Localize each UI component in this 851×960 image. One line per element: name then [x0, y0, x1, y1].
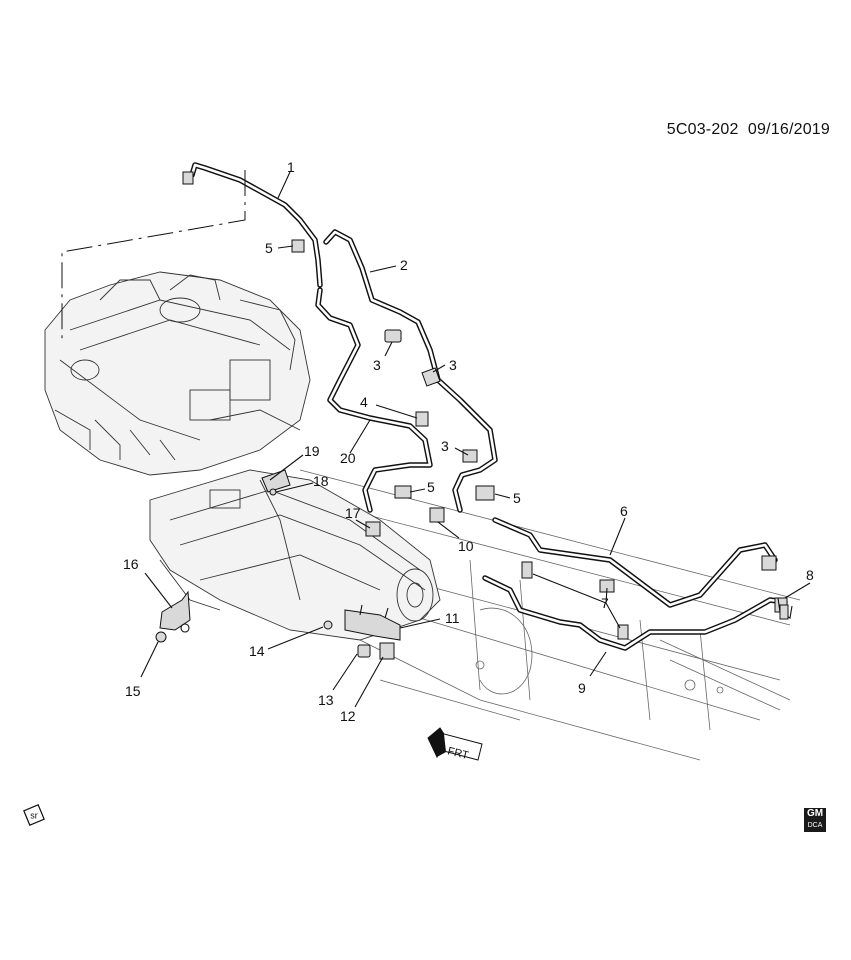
line-20: [315, 287, 433, 513]
callout-19: 19: [304, 443, 320, 459]
callout-4: 4: [360, 394, 368, 410]
callout-15: 15: [125, 683, 141, 699]
callout-2: 2: [400, 257, 408, 273]
callout-14: 14: [249, 643, 265, 659]
vehicle-frame: [299, 469, 801, 761]
callout-8: 8: [806, 567, 814, 583]
bracket-19: [261, 469, 291, 493]
callout-12: 12: [340, 708, 356, 724]
callout-1: 1: [287, 159, 295, 175]
callout-5a: 5: [265, 240, 273, 256]
clip-5b: [394, 485, 412, 499]
connector-8: [777, 597, 793, 620]
callout-20: 20: [340, 450, 356, 466]
callout-9: 9: [578, 680, 586, 696]
callout-10: 10: [458, 538, 474, 554]
sr-badge-label: sr: [30, 811, 38, 821]
part-17: [365, 521, 381, 537]
callout-17: 17: [345, 505, 361, 521]
diagram-date: 09/16/2019: [747, 121, 830, 138]
clip-5a: [291, 239, 305, 253]
gm-logo-bottom: DCA: [807, 822, 823, 829]
callout-13: 13: [318, 692, 334, 708]
callout-3a: 3: [373, 357, 381, 373]
reference-dash-line: [61, 170, 246, 340]
clip-3c: [462, 449, 478, 463]
callout-6: 6: [620, 503, 628, 519]
gm-logo-top: GM: [806, 808, 824, 819]
nut-13: [357, 644, 371, 658]
callout-5c: 5: [513, 490, 521, 506]
line-1: [182, 162, 323, 288]
line-6-fitting: [761, 555, 777, 571]
clip-3a: [384, 329, 402, 343]
callout-5b: 5: [427, 479, 435, 495]
transmission: [149, 469, 441, 641]
callout-18: 18: [313, 473, 329, 489]
clip-7a: [521, 561, 533, 579]
bolt-15: [155, 631, 167, 643]
callout-7: 7: [601, 595, 609, 611]
bracket-16: [159, 590, 191, 633]
clip-7c: [617, 624, 629, 640]
callout-3b: 3: [449, 357, 457, 373]
line-9: [482, 575, 788, 651]
leader-lines: [140, 171, 811, 708]
callout-3c: 3: [441, 438, 449, 454]
callout-11: 11: [445, 610, 460, 626]
part-10: [429, 507, 445, 523]
line-1-fitting: [182, 171, 194, 185]
sr-badge-icon: sr: [23, 804, 45, 826]
clip-12: [379, 642, 395, 660]
callout-16: 16: [123, 556, 139, 572]
bolt-14: [323, 620, 333, 630]
front-arrow-label: FRT: [446, 745, 470, 762]
fastener-18: [269, 488, 277, 496]
clip-5c: [475, 485, 495, 501]
line-2: [323, 229, 498, 513]
retainer-4: [415, 411, 429, 427]
diagram-id-date: 5C03-202 09/16/2019: [640, 121, 830, 139]
bracket-11: [344, 604, 401, 641]
diagram-id: 5C03-202: [666, 121, 739, 138]
front-direction-arrow: FRT: [427, 727, 483, 762]
engine-block: [44, 271, 311, 476]
gm-logo-icon: GM DCA: [804, 808, 826, 832]
line-6: [492, 517, 778, 608]
clip-3b: [421, 367, 441, 387]
